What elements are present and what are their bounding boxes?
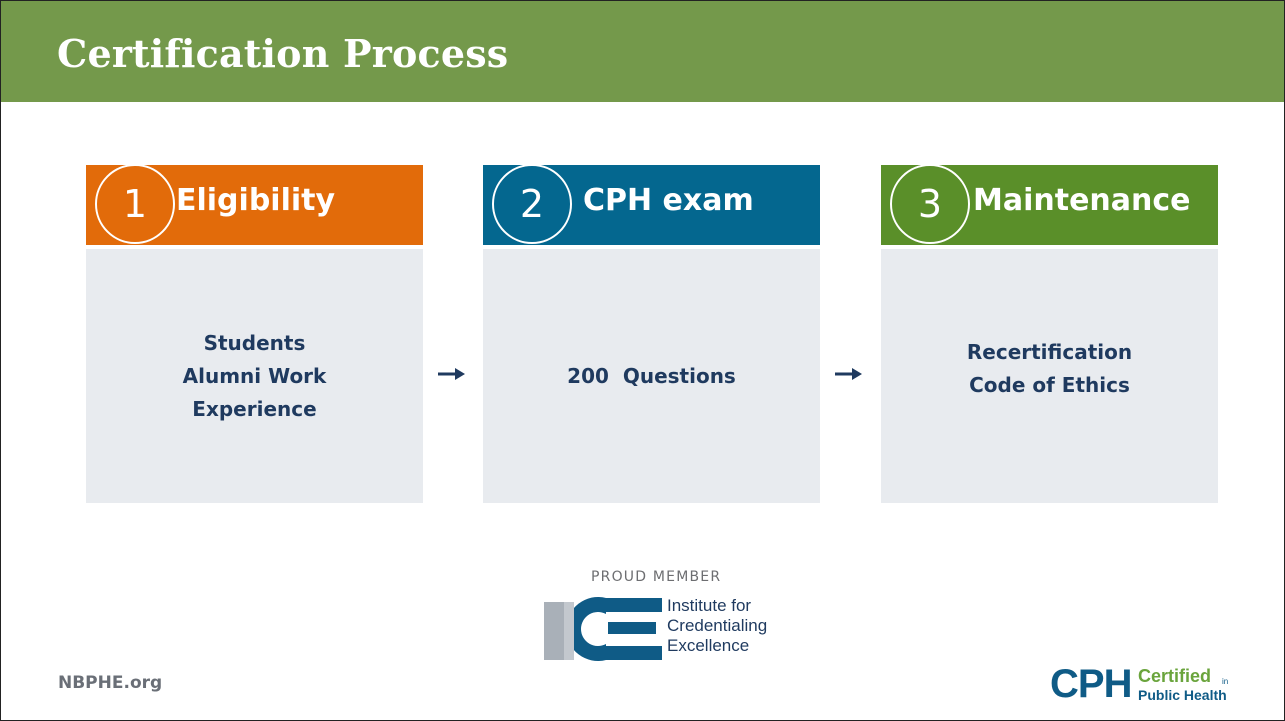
step-cph-exam-panel: 200 Questions bbox=[483, 249, 820, 503]
maintenance-line-recertification: Recertification bbox=[966, 340, 1133, 364]
arrow-right-icon bbox=[438, 368, 465, 380]
step-eligibility-title: Eligibility bbox=[176, 183, 336, 218]
cph-logo-public-health: Public Health bbox=[1138, 687, 1227, 703]
step-maintenance-header: 3 Maintenance bbox=[881, 165, 1218, 245]
step-cph-exam-header: 2 CPH exam bbox=[483, 165, 820, 245]
step-number-1-badge: 1 bbox=[95, 165, 175, 244]
eligibility-line-experience: Experience bbox=[192, 396, 317, 421]
cph-logo-certified: Certified bbox=[1138, 666, 1212, 686]
step-eligibility-header: 1 Eligibility bbox=[86, 165, 423, 245]
step-number-3-badge: 3 bbox=[890, 165, 970, 244]
step-maintenance-title: Maintenance bbox=[973, 183, 1191, 218]
proud-member-label: PROUD MEMBER bbox=[591, 569, 722, 585]
ice-org-name: Institute for Credentialing Excellence bbox=[667, 596, 767, 656]
step-cph-exam-title: CPH exam bbox=[583, 183, 754, 218]
cph-logo-in: in bbox=[1222, 677, 1229, 686]
step-maintenance-panel: Recertification Code of Ethics bbox=[881, 249, 1218, 503]
ice-org-line-2: Credentialing bbox=[667, 616, 768, 635]
ice-org-line-3: Excellence bbox=[667, 636, 750, 655]
title-bar: Certification Process bbox=[1, 1, 1284, 102]
slide-title: Certification Process bbox=[57, 31, 509, 76]
footer-url: NBPHE.org bbox=[58, 673, 163, 693]
step-number-2-badge: 2 bbox=[492, 165, 572, 244]
cph-exam-line-questions: 200 Questions bbox=[567, 363, 736, 388]
step-eligibility-panel: Students Alumni Work Experience bbox=[86, 249, 423, 503]
ice-org-line-1: Institute for bbox=[667, 596, 752, 615]
eligibility-line-alumni: Alumni Work bbox=[182, 363, 327, 388]
ice-logo-icon bbox=[544, 597, 662, 661]
eligibility-line-students: Students bbox=[203, 330, 306, 355]
maintenance-line-ethics: Code of Ethics bbox=[969, 373, 1130, 397]
arrow-right-icon bbox=[835, 368, 862, 380]
cph-logo-main: CPH bbox=[1050, 662, 1132, 706]
